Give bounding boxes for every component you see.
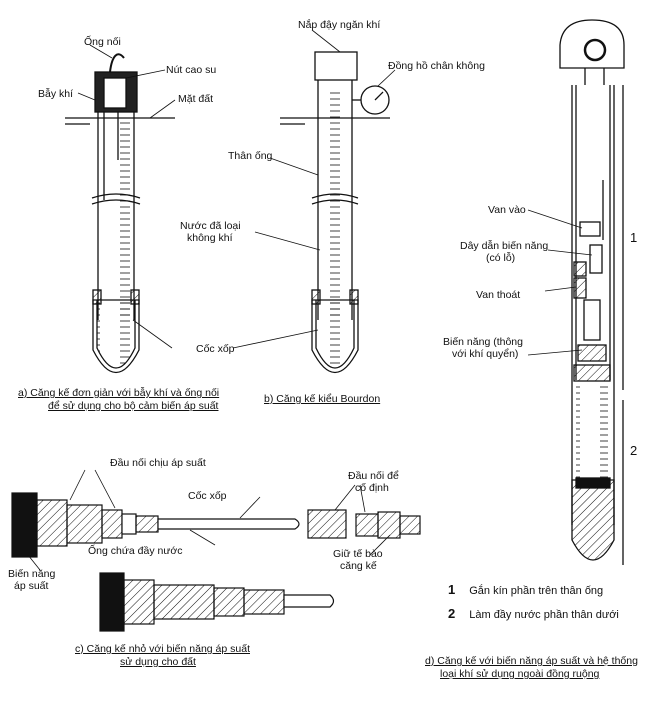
label-transducer-d-2: với khí quyển)	[452, 348, 519, 360]
leader-lines-d	[527, 209, 593, 356]
marker-1: 1	[630, 230, 638, 245]
label-inlet-valve: Van vào	[488, 204, 526, 216]
label-transducer-wire-1: Dây dẫn biến năng	[460, 240, 549, 252]
porous-cup-a	[92, 299, 140, 374]
panel-a-tensiometer	[65, 53, 175, 374]
caption-c-line2: sử dụng cho đất	[120, 656, 196, 668]
porous-cup-b	[311, 299, 359, 374]
legend-num-1: 1	[448, 582, 456, 597]
label-connector-tube: Ống nối	[84, 36, 121, 48]
porous-cup-c	[157, 518, 300, 530]
caption-a-line2: để sử dụng cho bộ cảm biến áp suất	[48, 400, 219, 412]
label-vacuum-gauge: Đồng hồ chân không	[388, 60, 485, 72]
top-handle-d	[559, 19, 625, 69]
outlet-valve	[573, 277, 587, 299]
label-transducer-c-2: áp suất	[14, 580, 49, 592]
label-deaerated-water-1: Nước đã loại	[180, 220, 241, 232]
label-outlet-valve: Van thoát	[476, 289, 521, 301]
panel-b-tensiometer	[280, 51, 390, 374]
seal-cap-b	[314, 51, 358, 81]
label-transducer-wire-2: (có lỗ)	[486, 252, 516, 264]
caption-d-line1: d) Căng kế với biến năng áp suất và hệ t…	[425, 655, 638, 667]
label-fixing-connector-2: cố định	[355, 482, 389, 494]
legend-item-2: 2 Làm đầy nước phần thân dưới	[448, 606, 619, 621]
label-porous-cup-c: Cốc xốp	[188, 490, 227, 502]
label-fixing-connector-1: Đầu nối để	[348, 470, 399, 482]
label-transducer-d-1: Biến năng (thông	[443, 336, 523, 348]
label-porous-cup-a: Cốc xốp	[196, 343, 235, 355]
leader-lines-ab	[77, 29, 396, 349]
label-cell-holder-2: căng kế	[340, 560, 377, 572]
porous-cup-d	[571, 479, 615, 561]
panel-c-small-tensiometer	[11, 492, 421, 632]
leader-lines-c	[27, 469, 391, 571]
legend-text-1: Gắn kín phần trên thân ống	[469, 585, 604, 597]
label-transducer-c-1: Biến năng	[8, 568, 56, 580]
label-cell-holder-1: Giữ tế bào	[333, 548, 383, 560]
pressure-transducer-c	[11, 492, 38, 558]
legend-item-1: 1 Gắn kín phần trên thân ống	[448, 582, 603, 597]
label-seal-cap: Nắp đậy ngăn khí	[298, 19, 381, 31]
label-rubber-stopper: Nút cao su	[166, 64, 217, 76]
caption-a-line1: a) Căng kế đơn giản với bẫy khí và ống n…	[18, 387, 220, 399]
caption-d-line2: loại khí sử dụng ngoài đồng ruộng	[440, 668, 600, 680]
label-pressure-connector: Đầu nối chịu áp suất	[110, 457, 206, 469]
legend-num-2: 2	[448, 606, 456, 621]
label-ground-surface: Mặt đất	[178, 93, 214, 105]
legend-text-2: Làm đầy nước phần thân dưới	[469, 609, 619, 621]
label-deaerated-water-2: không khí	[187, 232, 233, 244]
panel-d-field-tensiometer	[559, 19, 625, 565]
caption-c-line1: c) Căng kế nhỏ với biến năng áp suất	[75, 643, 250, 655]
caption-b: b) Căng kế kiểu Bourdon	[264, 393, 381, 405]
marker-2: 2	[630, 443, 638, 458]
transducer-d	[577, 344, 607, 362]
label-tube-body: Thân ống	[228, 150, 273, 162]
inlet-valve	[579, 221, 601, 237]
label-air-trap: Bẫy khí	[38, 88, 74, 100]
label-water-tube: Ống chứa đầy nước	[88, 545, 183, 557]
